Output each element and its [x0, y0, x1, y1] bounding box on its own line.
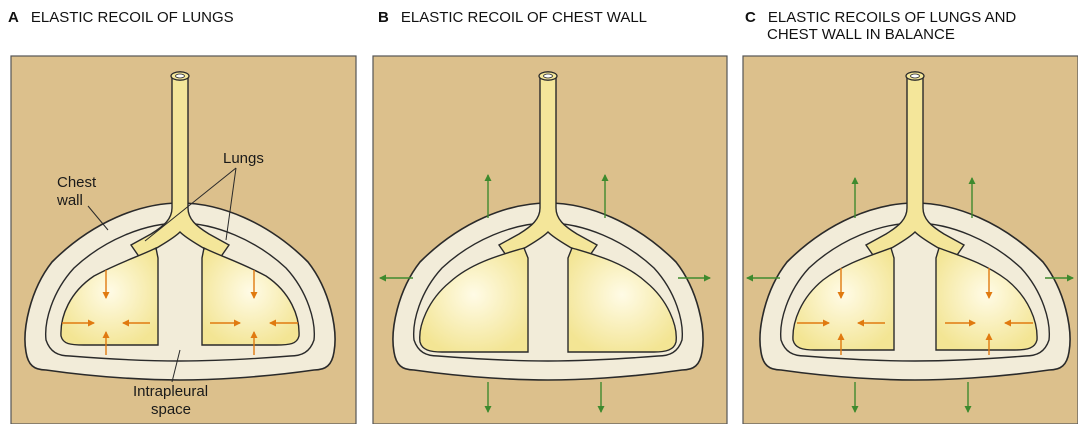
lungs-label: Lungs [223, 150, 264, 168]
intrapleural-space-label: Intrapleural space [133, 383, 208, 419]
intrapleural-label-line1: Intrapleural [133, 383, 208, 401]
intrapleural-label-line2: space [133, 401, 208, 419]
chest-wall-label-line1: Chest [57, 174, 96, 192]
chest-wall-label: Chest wall [57, 174, 96, 210]
chest-wall-label-line2: wall [57, 192, 96, 210]
